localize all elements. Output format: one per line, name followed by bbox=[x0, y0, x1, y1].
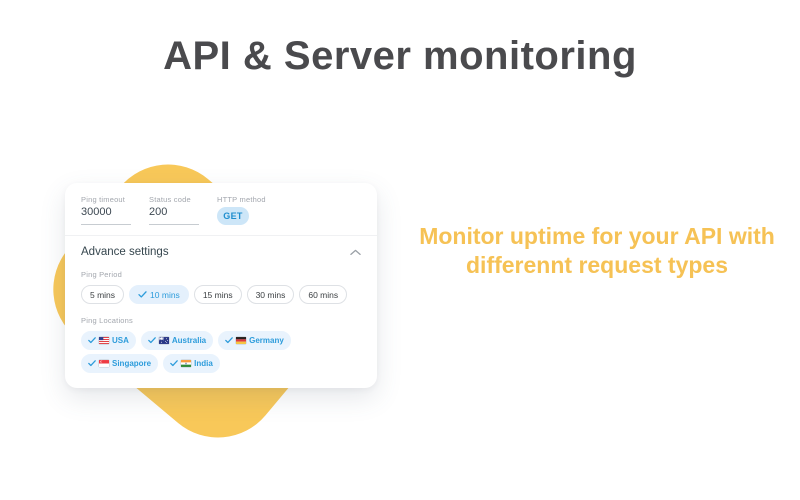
period-chip[interactable]: 5 mins bbox=[81, 285, 125, 304]
check-icon bbox=[88, 360, 96, 367]
request-fields-row: Ping timeout Status code HTTP method GET bbox=[81, 195, 361, 225]
location-chip[interactable]: Australia bbox=[140, 331, 214, 350]
card-divider bbox=[65, 235, 377, 236]
page-title: API & Server monitoring bbox=[163, 34, 637, 78]
period-chip[interactable]: 30 mins bbox=[246, 285, 295, 304]
usa-flag-icon bbox=[99, 337, 109, 344]
check-icon bbox=[225, 337, 233, 344]
chip-label: India bbox=[194, 359, 213, 368]
location-chip[interactable]: India bbox=[163, 354, 220, 373]
chip-label: Australia bbox=[171, 336, 207, 345]
http-method-field: HTTP method GET bbox=[217, 195, 266, 225]
chip-label: Germany bbox=[249, 336, 284, 345]
ping-period-label: Ping Period bbox=[81, 270, 122, 279]
chip-label: 30 mins bbox=[255, 289, 286, 300]
tagline: Monitor uptime for your API with differe… bbox=[419, 223, 775, 279]
status-code-field: Status code bbox=[149, 195, 199, 225]
check-icon bbox=[88, 337, 96, 344]
http-method-label: HTTP method bbox=[217, 195, 266, 204]
period-chip[interactable]: 15 mins bbox=[193, 285, 242, 304]
chip-label: USA bbox=[112, 336, 129, 345]
monitor-settings-card: Ping timeout Status code HTTP method GET… bbox=[65, 183, 377, 388]
ping-timeout-field: Ping timeout bbox=[81, 195, 131, 225]
chip-label: Singapore bbox=[112, 359, 152, 368]
location-chip[interactable]: USA bbox=[81, 331, 136, 350]
india-flag-icon bbox=[181, 360, 192, 367]
chevron-up-icon bbox=[350, 249, 361, 255]
chip-label: 10 mins bbox=[150, 289, 180, 300]
location-chip[interactable]: Germany bbox=[218, 331, 291, 350]
status-code-input[interactable] bbox=[149, 204, 199, 225]
check-icon bbox=[170, 360, 178, 367]
http-method-get-chip[interactable]: GET bbox=[217, 207, 249, 225]
australia-flag-icon bbox=[158, 336, 169, 344]
check-icon bbox=[138, 291, 147, 298]
ping-locations-options: USA bbox=[81, 331, 361, 373]
germany-flag-icon bbox=[236, 337, 247, 344]
advance-settings-label: Advance settings bbox=[81, 246, 169, 258]
advance-settings-toggle[interactable]: Advance settings bbox=[81, 246, 361, 258]
ping-locations-label: Ping Locations bbox=[81, 316, 134, 325]
ping-timeout-input[interactable] bbox=[81, 204, 131, 225]
check-icon bbox=[148, 337, 156, 344]
period-chip-selected[interactable]: 10 mins bbox=[129, 285, 189, 304]
chip-label: 15 mins bbox=[202, 289, 233, 300]
ping-period-options: 5 mins 10 mins 15 mins 30 mins 60 mins bbox=[81, 285, 361, 304]
singapore-flag-icon bbox=[99, 360, 109, 367]
period-chip[interactable]: 60 mins bbox=[299, 285, 348, 304]
ping-timeout-label: Ping timeout bbox=[81, 195, 126, 204]
chip-label: 5 mins bbox=[90, 289, 116, 300]
location-chip[interactable]: Singapore bbox=[81, 354, 159, 373]
status-code-label: Status code bbox=[149, 195, 191, 204]
chip-label: 60 mins bbox=[308, 289, 339, 300]
